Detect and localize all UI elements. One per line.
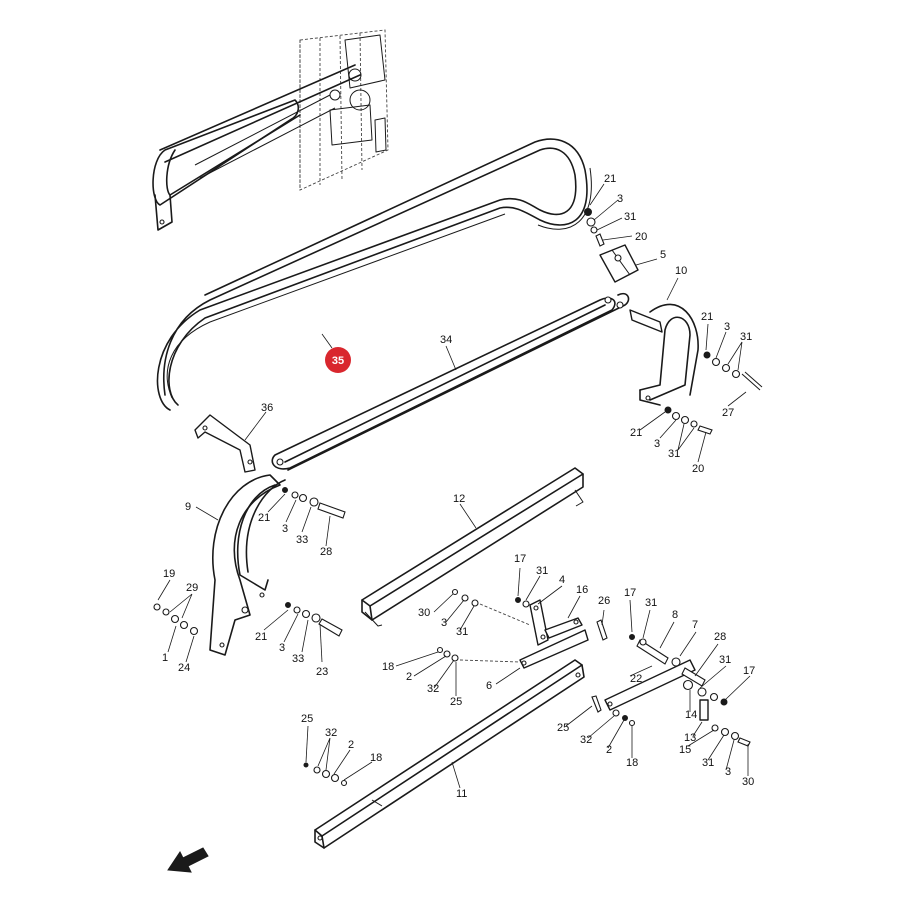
- callout-28: 28: [714, 631, 726, 643]
- callout-17: 17: [743, 665, 755, 677]
- arm-34: [271, 292, 630, 471]
- callout-24: 24: [178, 662, 190, 674]
- callout-18: 18: [382, 661, 394, 673]
- pin-8: [636, 639, 669, 665]
- callout-3: 3: [441, 617, 447, 629]
- channel-12: [361, 467, 584, 627]
- callout-36: 36: [261, 402, 273, 414]
- callout-5: 5: [660, 249, 666, 261]
- bracket-5: [599, 244, 639, 283]
- callout-8: 8: [672, 609, 678, 621]
- callout-31: 31: [456, 626, 468, 638]
- callout-19: 19: [163, 568, 175, 580]
- callout-27: 27: [722, 407, 734, 419]
- callout-22: 22: [630, 673, 642, 685]
- callout-31: 31: [719, 654, 731, 666]
- callout-7: 7: [692, 619, 698, 631]
- bar-11: [314, 659, 585, 849]
- link-4: [529, 599, 549, 646]
- callout-31: 31: [668, 448, 680, 460]
- callout-17: 17: [624, 587, 636, 599]
- callout-31: 31: [645, 597, 657, 609]
- callout-16: 16: [576, 584, 588, 596]
- callout-21: 21: [604, 173, 616, 185]
- callout-2: 2: [406, 671, 412, 683]
- callout-13: 13: [684, 732, 696, 744]
- callout-21: 21: [630, 427, 642, 439]
- callout-9: 9: [185, 501, 191, 513]
- callout-23: 23: [316, 666, 328, 678]
- callout-3: 3: [654, 438, 660, 450]
- callout-34: 34: [440, 334, 452, 346]
- callout-32: 32: [325, 727, 337, 739]
- callout-2: 2: [348, 739, 354, 751]
- link-16: [544, 617, 583, 639]
- guide-9: [209, 474, 286, 656]
- callout-30: 30: [742, 776, 754, 788]
- callout-12: 12: [453, 493, 465, 505]
- callout-labels: 21 3 31 20 5 10 21 3 31 34 27 21 3 31 20…: [162, 173, 755, 800]
- callout-31: 31: [740, 331, 752, 343]
- callout-28: 28: [320, 546, 332, 558]
- callout-29: 29: [186, 582, 198, 594]
- callout-33: 33: [292, 653, 304, 665]
- callout-21: 21: [255, 631, 267, 643]
- callout-3: 3: [725, 766, 731, 778]
- right-linkage-hardware: [591, 634, 751, 747]
- callout-21: 21: [258, 512, 270, 524]
- callout-32: 32: [580, 734, 592, 746]
- callout-3: 3: [617, 193, 623, 205]
- callout-31: 31: [624, 211, 636, 223]
- callout-30: 30: [418, 607, 430, 619]
- highlight-badge-number: 35: [332, 355, 344, 367]
- link-6: [519, 629, 589, 669]
- callout-32: 32: [427, 683, 439, 695]
- callout-4: 4: [559, 574, 565, 586]
- belt-35: [156, 138, 592, 411]
- left-upper-hardware: [282, 487, 346, 519]
- callout-2: 2: [606, 744, 612, 756]
- callout-17: 17: [514, 553, 526, 565]
- callout-20: 20: [692, 463, 704, 475]
- callout-25: 25: [450, 696, 462, 708]
- arm-7: [604, 659, 696, 711]
- callout-3: 3: [282, 523, 288, 535]
- callout-18: 18: [370, 752, 382, 764]
- callout-25: 25: [301, 713, 313, 725]
- callout-6: 6: [486, 680, 492, 692]
- callout-15: 15: [679, 744, 691, 756]
- callout-20: 20: [635, 231, 647, 243]
- left-lower-hardware: [153, 602, 343, 637]
- right-mid-hardware: [664, 351, 763, 435]
- callout-3: 3: [724, 321, 730, 333]
- callout-31: 31: [702, 757, 714, 769]
- highlight-badge-35: 35: [325, 347, 351, 373]
- callout-14: 14: [685, 709, 697, 721]
- linkage-hardware: [436, 588, 608, 663]
- callout-10: 10: [675, 265, 687, 277]
- guide-10: [629, 303, 699, 406]
- callout-33: 33: [296, 534, 308, 546]
- bracket-36: [194, 414, 256, 473]
- callout-18: 18: [626, 757, 638, 769]
- machine-overview: [152, 29, 389, 231]
- callout-1: 1: [162, 652, 168, 664]
- highlight-badge-circle: [325, 347, 351, 373]
- callout-31: 31: [536, 565, 548, 577]
- leader-lines: [157, 183, 751, 789]
- callout-25: 25: [557, 722, 569, 734]
- callout-21: 21: [701, 311, 713, 323]
- callout-11: 11: [456, 788, 467, 800]
- callout-26: 26: [598, 595, 610, 607]
- upper-hardware-stack: [584, 208, 605, 247]
- arrow-down-left-icon: [167, 847, 209, 873]
- bottom-left-hardware: [303, 762, 348, 787]
- callout-3: 3: [279, 642, 285, 654]
